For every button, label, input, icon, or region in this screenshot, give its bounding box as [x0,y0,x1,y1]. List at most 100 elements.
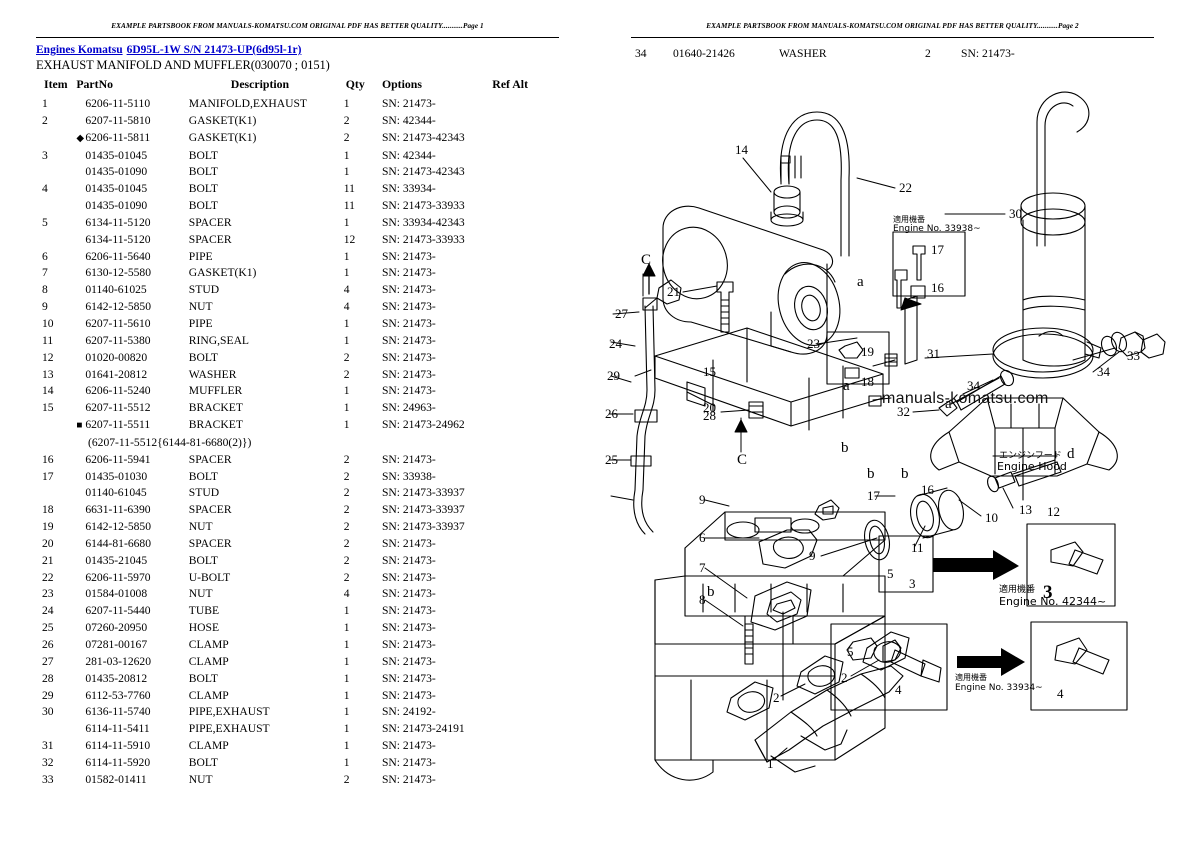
cell-item [36,721,76,738]
cell-qty: 1 [343,333,350,347]
breadcrumb-link-model[interactable]: 6D95L-1W S/N 21473-UP(6d95l-1r) [126,44,302,56]
cell-part-no: 6631-11-6390 [76,502,188,519]
cell-description: RING,SEAL [188,333,250,347]
cell-options: SN: 21473- [381,536,436,550]
cell-part-no: 01435-01090 [76,164,188,181]
cell-ref-alt [492,299,556,316]
cell-description: BOLT [188,165,219,179]
cell-options: SN: 21473- [381,283,436,297]
cell-options: SN: 21473- [381,671,436,685]
exhaust-pipe-30 [1020,91,1090,367]
callout-2-b: 2 [773,690,780,705]
cell-options: SN: 21473- [381,621,436,635]
cell-qty: 1 [343,266,350,280]
callout-20: 20 [703,400,716,415]
callout-4-box: 4 [895,682,902,697]
cell-item: 31 [42,739,54,753]
cell-options: SN: 21473-24191 [381,722,465,736]
part-no-text: 6207-11-5810 [85,113,151,127]
cell-part-no: 01584-01008 [76,586,188,603]
cell-qty: 1 [343,604,350,618]
parts-table-head: Item PartNo Description Qty Options Ref … [36,77,556,96]
cell-qty: 1 [343,401,350,415]
clamp-31 [992,327,1102,379]
table-row: (6207-11-5512{6144-81-6680(2)}) [36,435,556,452]
part-no-text: 07260-20950 [85,621,148,635]
cell-ref-alt [492,485,556,502]
cell-part-no: 6206-11-5240 [76,383,188,400]
part-no-text: 6207-11-5440 [85,604,151,618]
bolt-21 [716,281,734,333]
cell-description: MUFFLER [188,384,243,398]
cell-part-no: 6142-12-5850 [76,519,188,536]
callout-9-b: 9 [809,548,816,563]
table-row-note: (6207-11-5512{6144-81-6680(2)}) [36,435,556,452]
callout-16: 16 [931,280,945,295]
cell-ref-alt [492,772,556,789]
callout-2-a: 2 [841,670,848,685]
cell-ref-alt [492,553,556,570]
cell-ref-alt [492,367,556,384]
leader-lines [608,157,1120,761]
cell-part-no: 6206-11-5110 [76,96,188,113]
cell-ref-alt [492,417,556,435]
part-no-text: 01140-61025 [85,283,147,297]
cell-qty: 1 [343,165,350,179]
diagram-callout-labels: 14 22 21 27 28 24 29 26 25 15 20 30 31 3… [605,142,1140,771]
washer-34-left [999,369,1015,387]
section-title: EXHAUST MANIFOLD AND MUFFLER(030070 ; 01… [36,58,330,72]
cell-qty: 2 [343,520,350,534]
muffler-inlet-neck [770,185,804,227]
cell-ref-alt [492,586,556,603]
part-no-text: 6114-11-5910 [85,739,151,753]
cell-qty: 2 [343,536,350,550]
cell-qty: 2 [343,452,350,466]
section-letter-b-left: b [841,440,849,456]
part-no-text: 01435-01090 [85,199,148,213]
cell-part-no: 6206-11-5811 [76,130,188,148]
cell-options: SN: 21473- [381,350,436,364]
part-no-text: 6206-11-5240 [85,384,151,398]
part-no-text: 01641-20812 [85,367,148,381]
cell-ref-alt [492,620,556,637]
cell-item [36,130,76,148]
callout-24: 24 [609,336,623,351]
breadcrumb-link-engines-komatsu[interactable]: Engines Komatsu [36,44,123,56]
section-letter-b-mid: b [867,466,875,482]
engine-hood-jp: エンジンフード [999,451,1062,461]
row-item: 34 [635,47,647,60]
cell-options: SN: 21473-24962 [381,418,465,432]
column-header-part-no: PartNo [76,77,113,91]
cell-options: SN: 21473- [381,570,436,584]
row-options: SN: 21473- [961,47,1015,60]
note-2-en: Engine No. 42344~ [999,595,1106,608]
cell-part-no: 01641-20812 [76,367,188,384]
section-letter-c-top: C [641,252,651,268]
part-no-text: 01020-00820 [85,350,148,364]
cell-item: 7 [42,266,48,280]
nut-9 [814,499,840,521]
cell-ref-alt [492,738,556,755]
bolt-12-washer-13 [987,459,1062,493]
note-3-en: Engine No. 33934~ [955,683,1043,693]
cell-options: SN: 21473- [381,367,436,381]
callout-1: 1 [767,756,774,771]
cell-ref-alt [492,198,556,215]
cell-ref-alt [492,671,556,688]
cell-ref-alt [492,148,556,165]
cell-item: 10 [42,316,54,330]
cell-ref-alt [492,469,556,486]
